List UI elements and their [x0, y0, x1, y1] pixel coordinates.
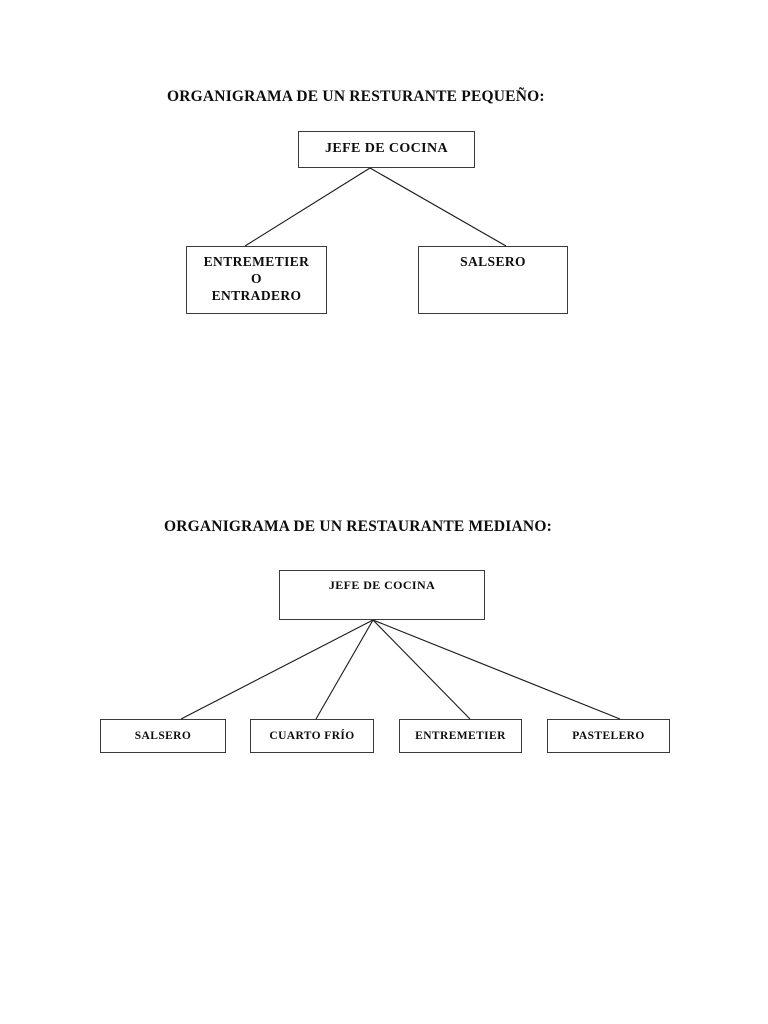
org-node-entremetier-o-entradero: ENTREMETIER O ENTRADERO [186, 246, 327, 314]
connector-d2-to-cuarto-frio [315, 619, 374, 720]
org-node-pastelero: PASTELERO [547, 719, 670, 753]
section-title-small-restaurant: ORGANIGRAMA DE UN RESTURANTE PEQUEÑO: [167, 88, 545, 105]
org-node-label: ENTREMETIER O ENTRADERO [203, 254, 310, 303]
org-node-entremetier-medium: ENTREMETIER [399, 719, 522, 753]
connector-d2-to-entremetier [372, 619, 471, 720]
org-node-label: JEFE DE COCINA [328, 578, 436, 592]
org-node-jefe-de-cocina-medium: JEFE DE COCINA [279, 570, 485, 620]
connector-d1-to-salsero [369, 167, 507, 247]
org-node-salsero-medium: SALSERO [100, 719, 226, 753]
org-node-label: ENTREMETIER [415, 730, 506, 742]
org-node-label: JEFE DE COCINA [324, 141, 449, 156]
section-title-medium-restaurant: ORGANIGRAMA DE UN RESTAURANTE MEDIANO: [164, 518, 552, 535]
org-node-label: SALSERO [134, 730, 192, 742]
org-node-label: PASTELERO [572, 730, 645, 742]
org-node-cuarto-frio: CUARTO FRÍO [250, 719, 374, 753]
org-node-jefe-de-cocina-small: JEFE DE COCINA [298, 131, 475, 168]
org-node-label: CUARTO FRÍO [269, 730, 355, 742]
connector-d2-to-salsero [180, 619, 374, 720]
connector-d1-to-entremetier [244, 167, 371, 247]
connector-d2-to-pastelero [372, 619, 621, 720]
org-node-label: SALSERO [460, 254, 526, 269]
org-node-salsero-small: SALSERO [418, 246, 568, 314]
